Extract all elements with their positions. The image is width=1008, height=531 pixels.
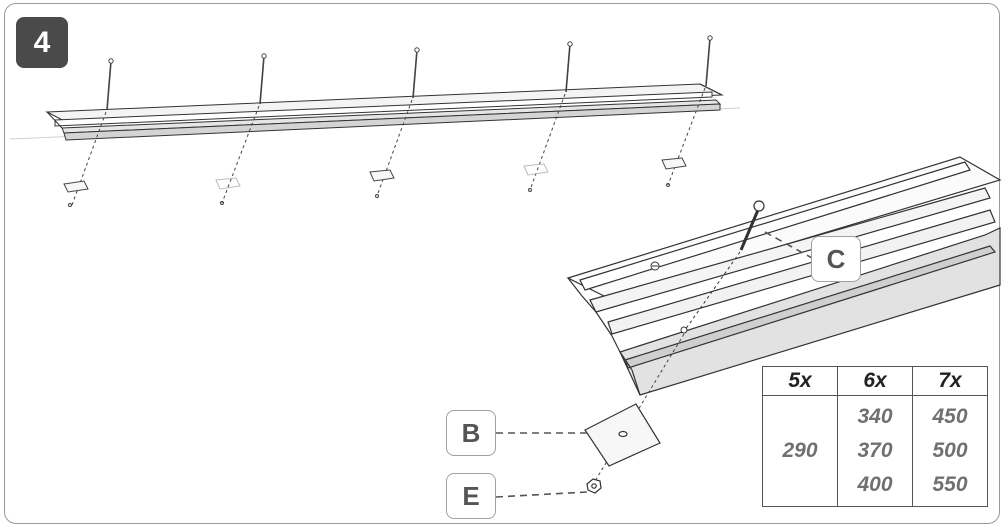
screw-hole (680, 326, 688, 334)
step-number-badge: 4 (16, 17, 68, 68)
callout-c-leader (764, 231, 813, 259)
quantity-table-header-row: 5x 6x 7x (762, 366, 988, 396)
overview-screw-set-2 (215, 53, 267, 205)
callout-e-leader (495, 491, 588, 498)
plate-b (584, 403, 661, 467)
callout-e: E (446, 473, 496, 519)
value-7x-3: 550 (932, 473, 968, 496)
quantity-table: 5x 6x 7x 290 340 370 400 450 500 550 (762, 366, 988, 507)
overview-screw-set-4 (523, 41, 573, 192)
callout-b: B (446, 410, 496, 456)
header-6x: 6x (837, 366, 913, 396)
header-5x: 5x (762, 366, 838, 396)
quantity-table-row: 290 340 370 400 450 500 550 (762, 395, 988, 507)
value-7x-1: 450 (932, 405, 968, 428)
overview-screw-set-1 (63, 58, 114, 207)
value-6x-2: 370 (857, 439, 893, 462)
header-7x: 7x (912, 366, 988, 396)
cell-6x: 340 370 400 (837, 395, 913, 507)
callout-c: C (811, 236, 861, 282)
screw-c (684, 200, 765, 331)
value-5x-1: 290 (782, 439, 818, 462)
rail-detail (566, 156, 1002, 396)
value-7x-2: 500 (932, 439, 968, 462)
value-6x-3: 400 (857, 473, 893, 496)
cell-5x: 290 (762, 395, 838, 507)
value-6x-1: 340 (857, 405, 893, 428)
rail-overview (45, 83, 724, 141)
cell-7x: 450 500 550 (912, 395, 988, 507)
overview-screw-set-5 (661, 35, 713, 187)
overview-screw-set-3 (369, 47, 420, 198)
nut-e (586, 478, 602, 494)
